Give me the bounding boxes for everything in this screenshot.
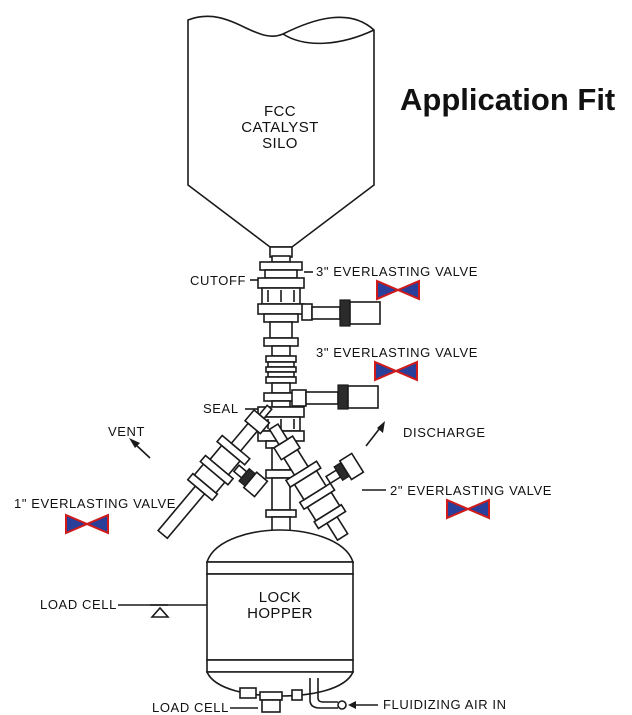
discharge-valve-label: 2" EVERLASTING VALVE [390,483,552,498]
hopper-label-line2: HOPPER [247,605,313,622]
vent-label: VENT [108,424,145,439]
cutoff-label: CUTOFF [190,273,246,288]
valve-symbol-discharge [446,498,490,520]
valve-symbol-seal [374,360,418,382]
page-title: Application Fit [400,82,615,117]
seal-label: SEAL [203,401,239,416]
silo-label-line1: FCC [264,103,296,120]
hopper-label-line1: LOCK [259,589,301,606]
fcc-catalyst-silo: FCC CATALYST SILO [187,15,375,258]
load-cell-bottom-label: LOAD CELL [152,700,229,715]
discharge-label: DISCHARGE [403,425,486,440]
cutoff-valve-label: 3" EVERLASTING VALVE [316,264,478,279]
valve-symbol-vent [65,513,109,535]
load-cell-left-label: LOAD CELL [40,597,117,612]
discharge-branch [268,422,365,542]
lock-hopper: LOCK HOPPER [150,529,355,713]
fluidizing-air-label: FLUIDIZING AIR IN [383,697,507,712]
seal-valve-label: 3" EVERLASTING VALVE [316,345,478,360]
pipe-stack [257,255,381,541]
silo-label-line3: SILO [262,135,298,152]
valve-symbol-cutoff [376,279,420,301]
vent-valve-label: 1" EVERLASTING VALVE [14,496,176,511]
vent-branch [156,404,273,540]
silo-label-line2: CATALYST [241,119,318,136]
